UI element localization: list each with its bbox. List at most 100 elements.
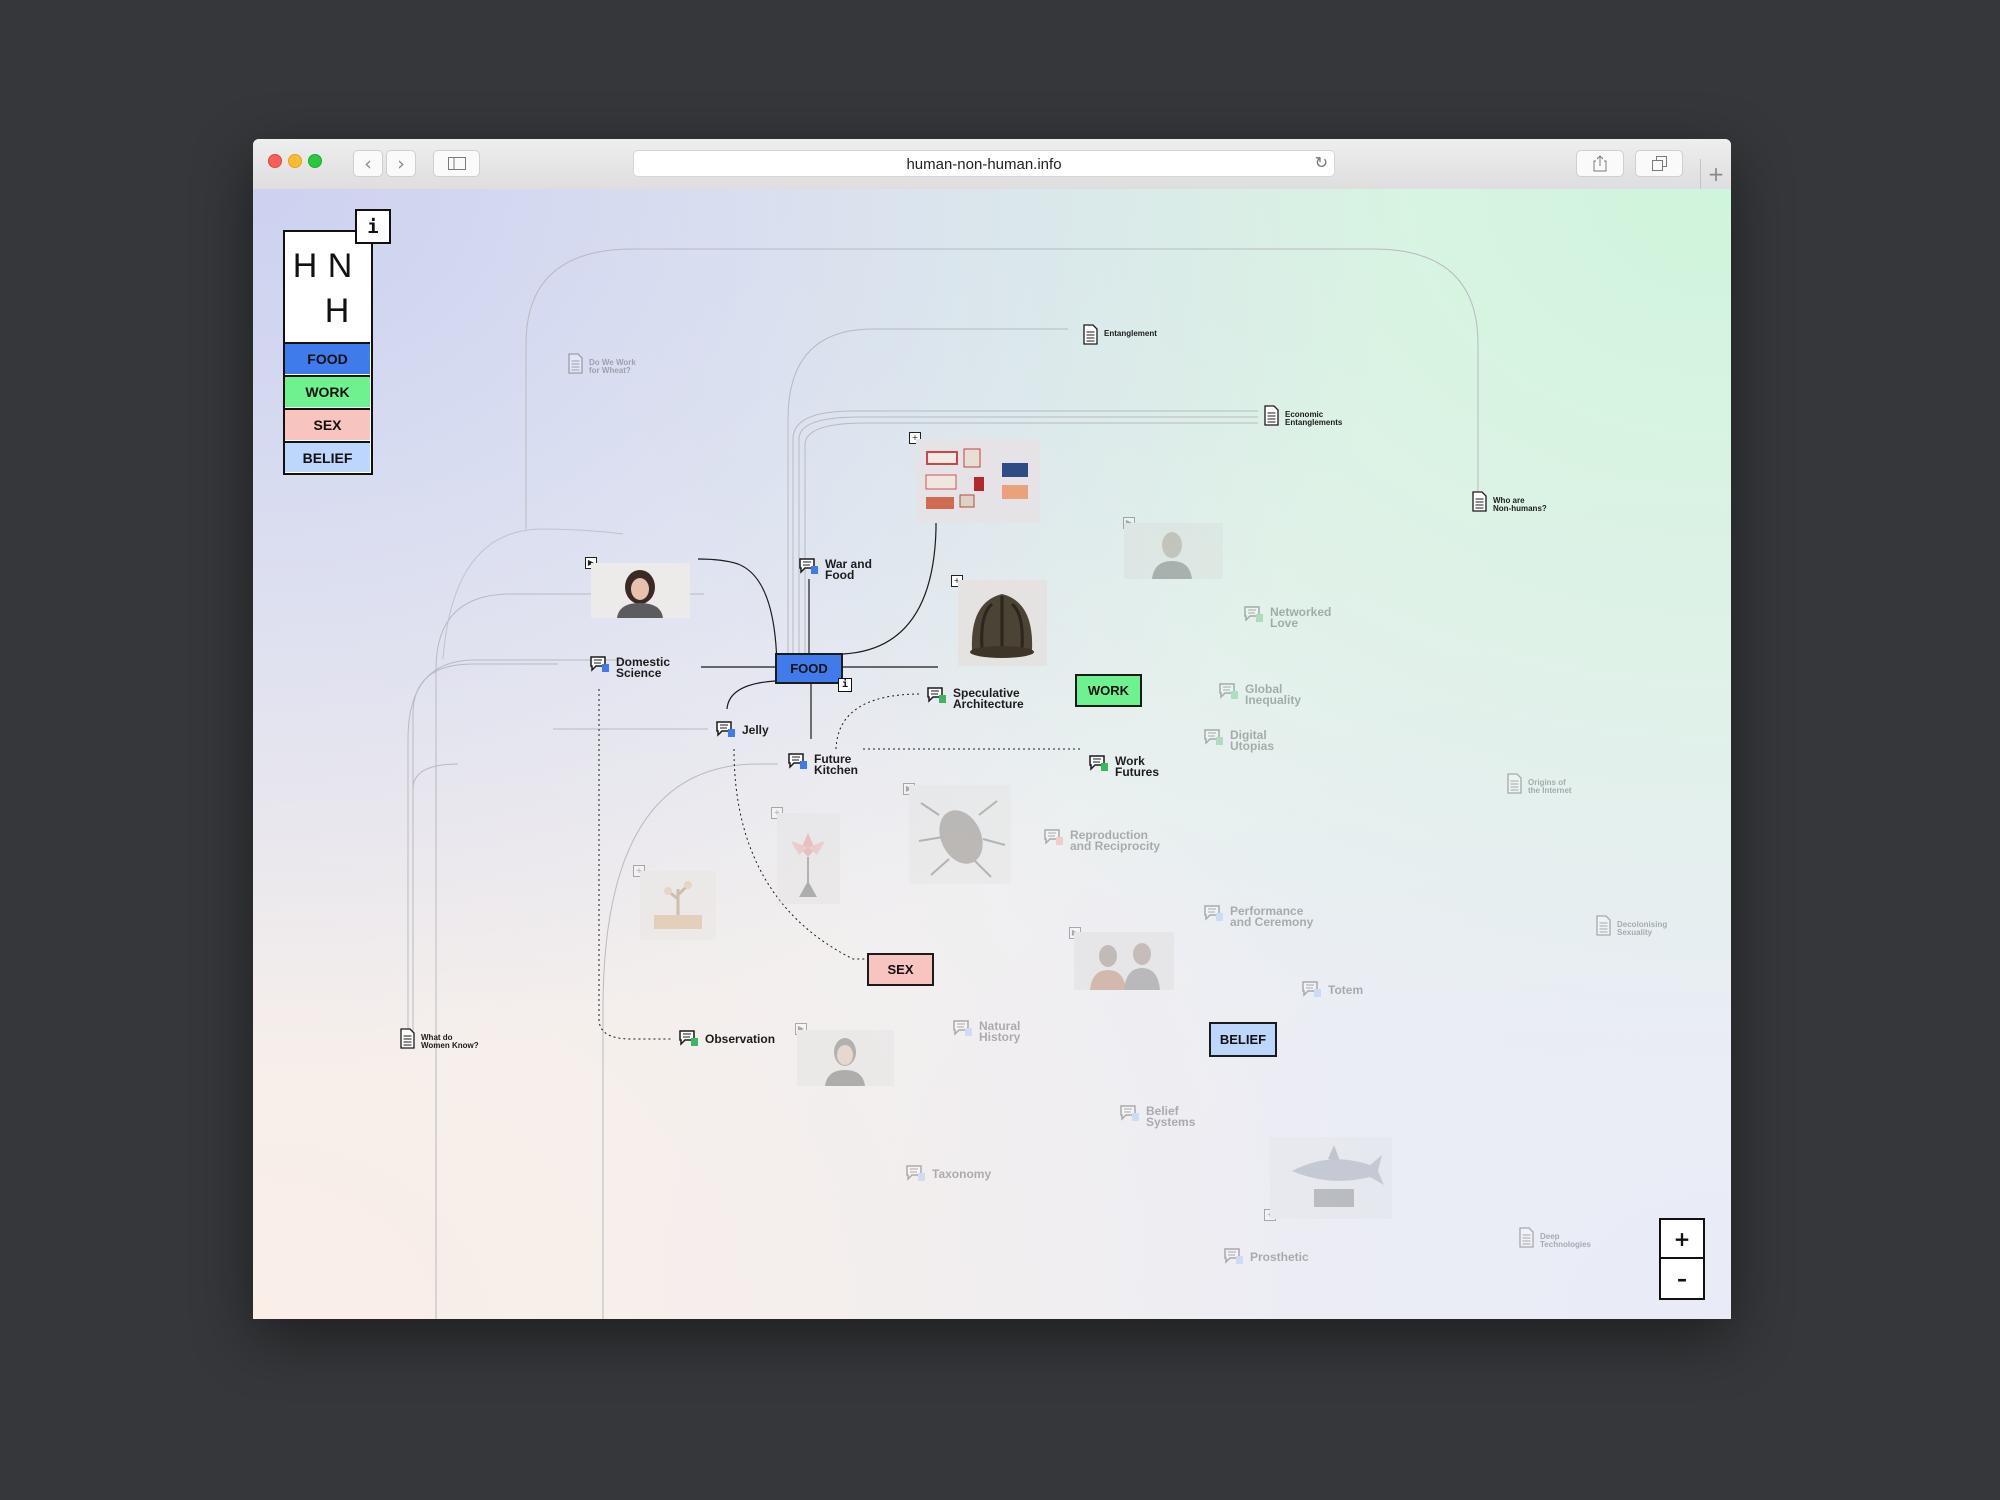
thumbnail-image — [797, 1030, 894, 1086]
connection-lines — [407, 248, 1479, 1319]
share-button[interactable] — [1576, 150, 1624, 177]
document-icon — [1596, 915, 1611, 936]
topic-global-inequality[interactable]: Global Inequality — [1219, 683, 1301, 706]
doc-economic-entanglements[interactable]: Economic Entanglements — [1264, 405, 1342, 427]
expand-icon: + — [771, 807, 783, 819]
doc-deep-technologies[interactable]: Deep Technologies — [1519, 1227, 1591, 1249]
logo-letter-h-bottom: H — [325, 292, 350, 330]
document-label: Who are Non-humans? — [1493, 496, 1547, 513]
close-window-button[interactable] — [268, 154, 282, 168]
nav-sex[interactable]: SEX — [285, 408, 370, 440]
document-label: What do Women Know? — [421, 1033, 479, 1050]
network-map[interactable]: H N H FOOD WORK SEX BELIEF i FOOD i WORK… — [253, 189, 1731, 1319]
site-logo[interactable]: H N H FOOD WORK SEX BELIEF — [283, 230, 373, 475]
food-hub-label: FOOD — [790, 661, 828, 676]
document-icon — [1507, 773, 1522, 794]
doc-decolonising-sexuality[interactable]: Decolonising Sexuality — [1596, 915, 1667, 937]
nav-food[interactable]: FOOD — [285, 342, 370, 374]
belief-hub[interactable]: BELIEF — [1209, 1022, 1277, 1057]
chat-icon — [1044, 829, 1063, 845]
document-label: Deep Technologies — [1540, 1232, 1591, 1249]
topic-taxonomy[interactable]: Taxonomy — [906, 1165, 991, 1182]
document-label: Economic Entanglements — [1285, 410, 1343, 427]
thumbnail-image — [958, 580, 1047, 666]
topic-networked-love[interactable]: Networked Love — [1244, 605, 1332, 630]
chevron-left-icon: ‹ — [364, 152, 372, 175]
document-label: Origins of the Internet — [1528, 778, 1572, 795]
chat-icon — [1244, 606, 1263, 622]
chat-icon — [1204, 905, 1223, 921]
topic-jelly[interactable]: Jelly — [716, 721, 769, 738]
topic-observation[interactable]: Observation — [679, 1030, 775, 1047]
topic-prosthetic[interactable]: Prosthetic — [1224, 1248, 1309, 1265]
address-bar[interactable]: human-non-human.info ↻ — [633, 150, 1335, 177]
nav-belief[interactable]: BELIEF — [285, 441, 370, 472]
url-text: human-non-human.info — [906, 156, 1062, 173]
topic-label: Digital Utopias — [1230, 728, 1275, 753]
topic-label: War and Food — [825, 557, 872, 582]
doc-origins-of-the-internet[interactable]: Origins of the Internet — [1507, 773, 1572, 795]
expand-icon: + — [633, 865, 645, 877]
topic-label: Totem — [1328, 983, 1364, 997]
thumbnail-image — [1270, 1137, 1392, 1219]
topic-label: Work Futures — [1115, 754, 1160, 779]
new-tab-button[interactable]: + — [1700, 159, 1731, 189]
doc-do-we-work-for-wheat[interactable]: Do We Work for Wheat? — [568, 353, 636, 375]
chevron-right-icon: › — [397, 152, 405, 175]
browser-toolbar: ‹ › human-non-human.info ↻ + — [253, 139, 1731, 190]
zoom-in-button[interactable]: + — [1661, 1220, 1703, 1259]
zoom-out-button[interactable]: – — [1677, 1266, 1687, 1291]
topic-totem[interactable]: Totem — [1302, 981, 1364, 998]
sex-hub[interactable]: SEX — [867, 953, 934, 986]
topic-digital-utopias[interactable]: Digital Utopias — [1204, 728, 1275, 753]
topic-domestic-science[interactable]: Domestic Science — [590, 655, 671, 680]
work-hub[interactable]: WORK — [1075, 674, 1142, 707]
nav-work[interactable]: WORK — [285, 375, 370, 407]
chat-icon — [906, 1165, 925, 1181]
document-label: Entanglement — [1104, 329, 1157, 338]
food-info-button[interactable]: i — [838, 678, 852, 692]
sidebar-button[interactable] — [433, 150, 480, 177]
topic-natural-history[interactable]: Natural History — [953, 1020, 1020, 1043]
topic-war-and-food[interactable]: War and Food — [799, 557, 872, 582]
topic-label: Prosthetic — [1250, 1250, 1309, 1264]
doc-what-do-women-know[interactable]: What do Women Know? — [400, 1028, 479, 1050]
doc-who-are-non-humans[interactable]: Who are Non-humans? — [1472, 491, 1547, 513]
topic-label: Domestic Science — [616, 655, 671, 680]
maximize-window-button[interactable] — [308, 154, 322, 168]
topic-future-kitchen[interactable]: Future Kitchen — [788, 753, 858, 776]
doc-entanglement[interactable]: Entanglement — [1083, 324, 1157, 345]
food-hub[interactable]: FOOD i — [775, 653, 852, 692]
chat-icon — [679, 1030, 698, 1046]
sidebar-icon — [447, 157, 466, 170]
document-icon — [1472, 491, 1487, 512]
topic-speculative-architecture[interactable]: Speculative Architecture — [927, 686, 1024, 711]
forward-button[interactable]: › — [386, 150, 416, 177]
topic-work-futures[interactable]: Work Futures — [1089, 754, 1160, 779]
chat-icon — [1219, 683, 1238, 699]
zoom-controls: + – — [1659, 1218, 1705, 1300]
browser-window: ‹ › human-non-human.info ↻ + — [253, 139, 1731, 1319]
chat-icon — [1120, 1105, 1139, 1121]
expand-icon: + — [1264, 1209, 1276, 1221]
topic-label: Speculative Architecture — [953, 686, 1024, 711]
topic-label: Jelly — [742, 723, 769, 737]
share-icon — [1593, 155, 1607, 172]
topic-reproduction-and-reciprocity[interactable]: Reproduction and Reciprocity — [1044, 828, 1161, 853]
tabs-overview-button[interactable] — [1635, 150, 1683, 177]
back-button[interactable]: ‹ — [353, 150, 383, 177]
minimize-window-button[interactable] — [288, 154, 302, 168]
reload-icon[interactable]: ↻ — [1314, 153, 1328, 172]
logo-letter-n: N — [328, 247, 353, 285]
thumbnail-image — [640, 871, 716, 940]
info-button[interactable]: i — [355, 209, 391, 244]
topic-performance-and-ceremony[interactable]: Performance and Ceremony — [1204, 905, 1313, 928]
topic-belief-systems[interactable]: Belief Systems — [1120, 1105, 1195, 1128]
chat-icon — [953, 1020, 972, 1036]
hnh-logo-mark: H N H — [293, 247, 353, 330]
thumbnail-image — [916, 439, 1040, 523]
play-icon: ▶ — [795, 1023, 807, 1035]
chat-icon — [1089, 755, 1108, 771]
topic-label: Reproduction and Reciprocity — [1070, 828, 1161, 853]
topic-label: Networked Love — [1270, 605, 1332, 630]
